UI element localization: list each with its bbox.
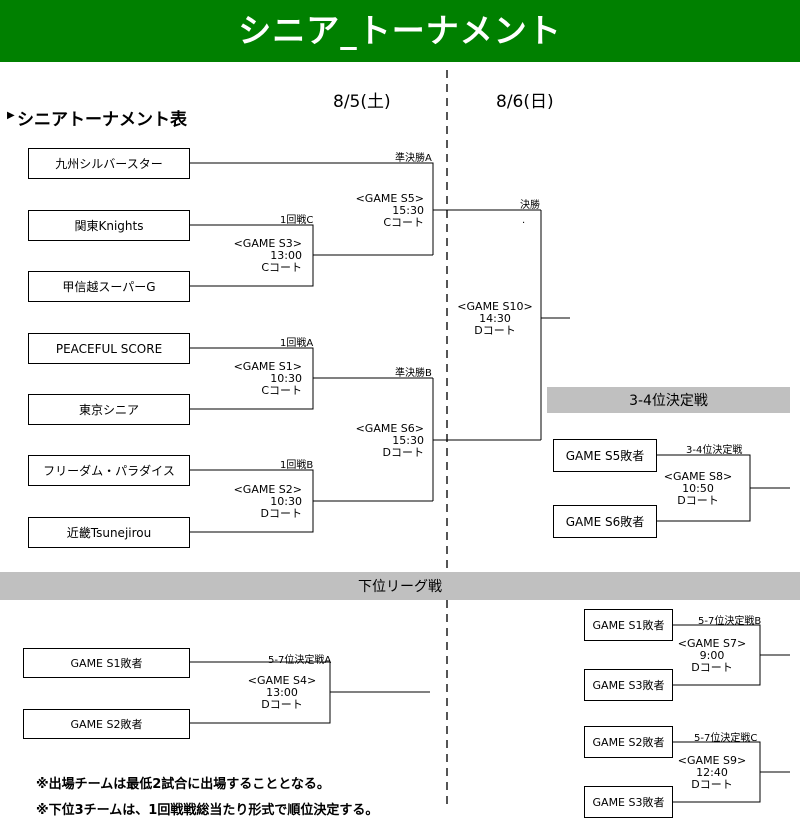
label-semifinal-b: 準決勝B [395,368,432,379]
team-box-7: 近畿Tsunejirou [28,517,190,548]
team-box-3: 甲信越スーパーG [28,271,190,302]
label-final: 決勝 [520,200,540,211]
label-round1-c: 1回戦C [280,215,314,226]
game-s1-court: Cコート [261,384,302,397]
note-2: ※下位3チームは、1回戦戦総当たり形式で順位決定する。 [36,803,379,818]
game-s8-time: 10:50 [682,482,714,495]
lower-c-team-2: GAME S3敗者 [584,786,673,818]
label-place57-c: 5-7位決定戦C [694,733,758,744]
label-round1-a: 1回戦A [280,338,314,349]
game-s7-court: Dコート [691,661,733,674]
page-title: シニア_トーナメント [238,11,562,50]
label-place57-b: 5-7位決定戦B [698,616,762,627]
lower-c-team-1: GAME S2敗者 [584,726,673,758]
game-s6-court: Dコート [382,446,424,459]
game-s3-info: <GAME S3> 13:00 Cコート [228,238,302,274]
game-s5-court: Cコート [383,216,424,229]
team-box-5: 東京シニア [28,394,190,425]
team-box-1: 九州シルバースター [28,148,190,179]
label-round1-b: 1回戦B [280,460,314,471]
lower-a-team-1: GAME S1敗者 [23,648,190,678]
game-s2-info: <GAME S2> 10:30 Dコート [228,484,302,520]
game-s9-name: <GAME S9> [677,754,747,767]
game-s10-name: <GAME S10> [457,300,533,313]
date-day2: 8/6(日) [496,92,554,112]
game-s6-name: <GAME S6> [355,422,424,435]
team-box-4: PEACEFUL SCORE [28,333,190,364]
game-s6-info: <GAME S6> 15:30 Dコート [350,423,424,459]
game-s10-time: 14:30 [479,312,511,325]
third-place-band: 3-4位決定戦 [547,387,790,413]
label-third-place: 3-4位決定戦 [686,445,743,456]
game-s2-court: Dコート [260,507,302,520]
game-s9-info: <GAME S9> 12:40 Dコート [674,755,750,791]
team-box-6: フリーダム・パラダイス [28,455,190,486]
game-s1-info: <GAME S1> 10:30 Cコート [228,361,302,397]
section-title: シニアトーナメント表 [17,110,187,130]
game-s7-time: 9:00 [699,649,725,662]
note-1: ※出場チームは最低2試合に出場することとなる。 [36,777,330,792]
lower-a-team-2: GAME S2敗者 [23,709,190,739]
team-box-2: 関東Knights [28,210,190,241]
game-s10-court: Dコート [474,324,516,337]
game-s5-time: 15:30 [392,204,424,217]
game-s7-name: <GAME S7> [677,637,747,650]
game-s9-court: Dコート [691,778,733,791]
game-s8-name: <GAME S8> [663,470,733,483]
game-s3-court: Cコート [261,261,302,274]
game-s9-time: 12:40 [696,766,728,779]
game-s3-time: 13:00 [270,249,302,262]
game-s2-name: <GAME S2> [233,483,302,496]
game-s4-court: Dコート [261,698,303,711]
date-day1: 8/5(土) [333,92,391,112]
game-s3-name: <GAME S3> [233,237,302,250]
game-s8-info: <GAME S8> 10:50 Dコート [660,471,736,507]
game-s4-name: <GAME S4> [247,674,317,687]
game-s4-info: <GAME S4> 13:00 Dコート [244,675,320,711]
game-s7-info: <GAME S7> 9:00 Dコート [674,638,750,674]
game-s6-time: 15:30 [392,434,424,447]
third-place-team-b: GAME S6敗者 [553,505,657,538]
game-s5-info: <GAME S5> 15:30 Cコート [350,193,424,229]
label-semifinal-a: 準決勝A [395,153,432,164]
third-place-team-a: GAME S5敗者 [553,439,657,472]
game-s2-time: 10:30 [270,495,302,508]
final-marker: . [522,215,526,226]
header-bar [0,0,800,62]
game-s1-name: <GAME S1> [233,360,302,373]
game-s5-name: <GAME S5> [355,192,424,205]
triangle-marker-icon: ▶ [7,110,15,121]
label-place57-a: 5-7位決定戦A [268,655,332,666]
lower-b-team-2: GAME S3敗者 [584,669,673,701]
game-s8-court: Dコート [677,494,719,507]
lower-league-band: 下位リーグ戦 [0,572,800,600]
game-s1-time: 10:30 [270,372,302,385]
game-s10-info: <GAME S10> 14:30 Dコート [455,301,535,337]
game-s4-time: 13:00 [266,686,298,699]
lower-b-team-1: GAME S1敗者 [584,609,673,641]
